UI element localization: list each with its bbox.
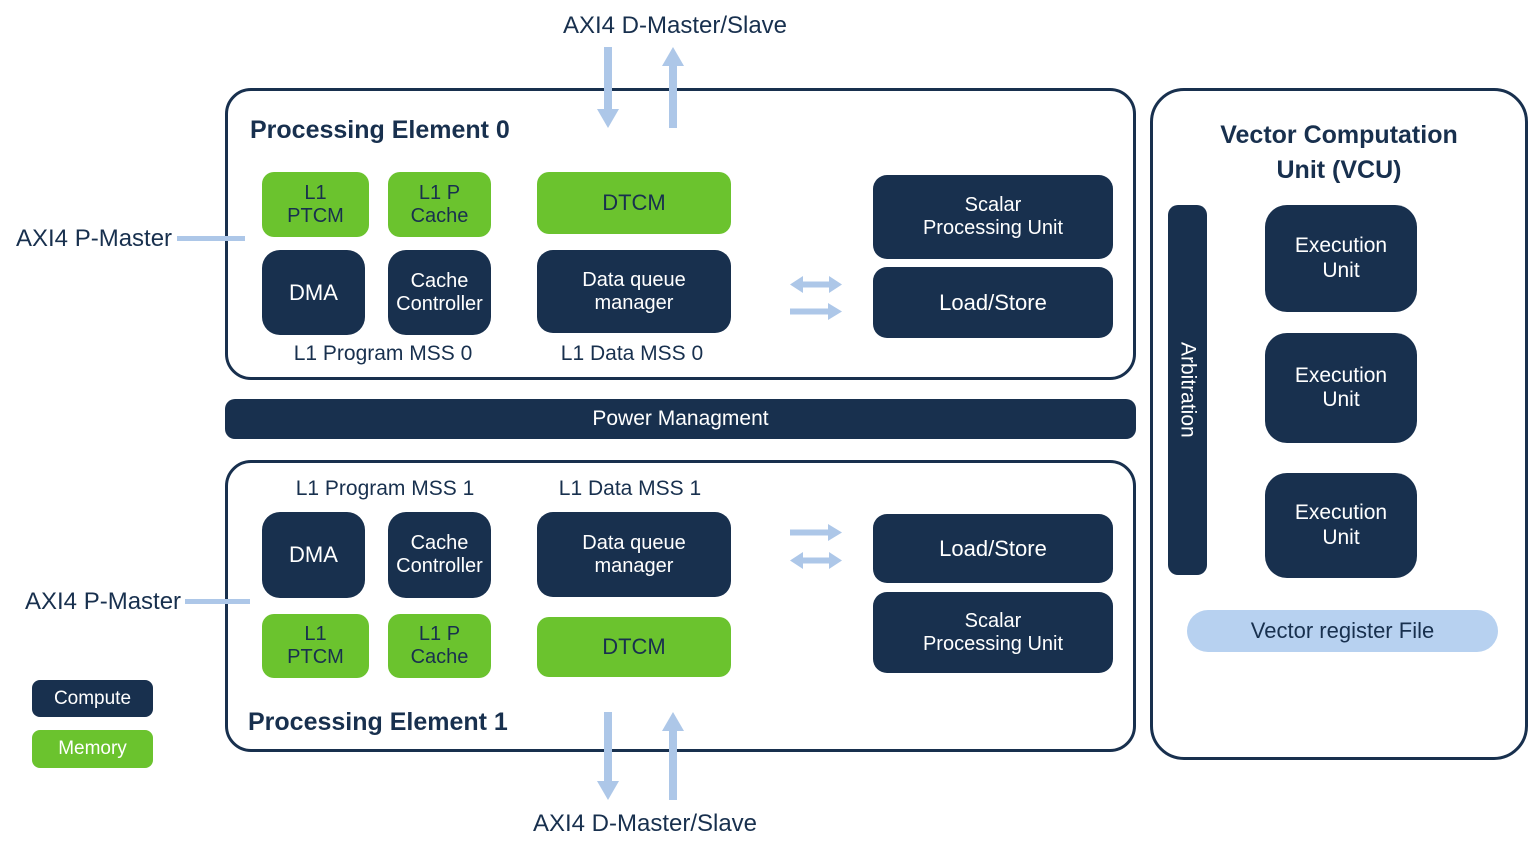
pe0-bidirectional-arrow-icon (790, 276, 842, 293)
pe0-data-queue-manager-block: Data queue manager (537, 250, 731, 333)
pe1-axi4-p-master-label: AXI4 P-Master (25, 588, 182, 615)
pe0-p-master-connector-line (177, 236, 245, 241)
pe0-l1-program-mss-caption: L1 Program MSS 0 (293, 342, 473, 365)
pe0-dma-block: DMA (262, 250, 365, 335)
pe1-bidirectional-arrow-icon (790, 552, 842, 569)
processing-element-1-title: Processing Element 1 (248, 708, 508, 736)
pe0-dtcm-block: DTCM (537, 172, 731, 234)
bottom-bus-down-arrow-icon (597, 712, 619, 800)
processing-element-0-title: Processing Element 0 (250, 116, 510, 144)
power-management-bar: Power Managment (225, 399, 1136, 439)
pe1-p-master-connector-line (185, 599, 250, 604)
pe0-axi4-p-master-label: AXI4 P-Master (16, 225, 173, 252)
pe1-dma-block: DMA (262, 512, 365, 598)
pe1-cache-controller-block: Cache Controller (388, 512, 491, 598)
vcu-vector-register-file-block: Vector register File (1187, 610, 1498, 652)
top-axi4-d-bus-label: AXI4 D-Master/Slave (562, 12, 788, 39)
pe0-cache-controller-block: Cache Controller (388, 250, 491, 335)
pe0-l1-ptcm-block: L1 PTCM (262, 172, 369, 237)
pe1-dtcm-block: DTCM (537, 617, 731, 677)
vcu-execution-unit-block: Execution Unit (1265, 205, 1417, 312)
pe1-l1-ptcm-block: L1 PTCM (262, 614, 369, 678)
vcu-execution-unit-block: Execution Unit (1265, 333, 1417, 443)
vcu-execution-unit-block: Execution Unit (1265, 473, 1417, 578)
pe0-l1-p-cache-block: L1 P Cache (388, 172, 491, 237)
pe1-load-store-block: Load/Store (873, 514, 1113, 583)
vcu-title: Vector Computation Unit (VCU) (1220, 121, 1458, 184)
top-bus-up-arrow-icon (662, 47, 684, 128)
pe0-scalar-processing-unit-block: Scalar Processing Unit (873, 175, 1113, 259)
legend-compute-swatch: Compute (32, 680, 153, 717)
pe0-load-store-block: Load/Store (873, 267, 1113, 338)
pe1-l1-data-mss-caption: L1 Data MSS 1 (558, 477, 702, 500)
vcu-arbitration-bar: Arbitration (1168, 205, 1207, 575)
pe1-scalar-processing-unit-block: Scalar Processing Unit (873, 592, 1113, 673)
bottom-axi4-d-bus-label: AXI4 D-Master/Slave (532, 810, 758, 837)
pe1-data-queue-manager-block: Data queue manager (537, 512, 731, 597)
legend-memory-swatch: Memory (32, 730, 153, 768)
bottom-bus-up-arrow-icon (662, 712, 684, 800)
pe1-right-arrow-icon (790, 524, 842, 541)
pe0-right-arrow-icon (790, 303, 842, 320)
pe1-l1-p-cache-block: L1 P Cache (388, 614, 491, 678)
top-bus-down-arrow-icon (597, 47, 619, 128)
pe0-l1-data-mss-caption: L1 Data MSS 0 (560, 342, 704, 365)
pe1-l1-program-mss-caption: L1 Program MSS 1 (295, 477, 475, 500)
